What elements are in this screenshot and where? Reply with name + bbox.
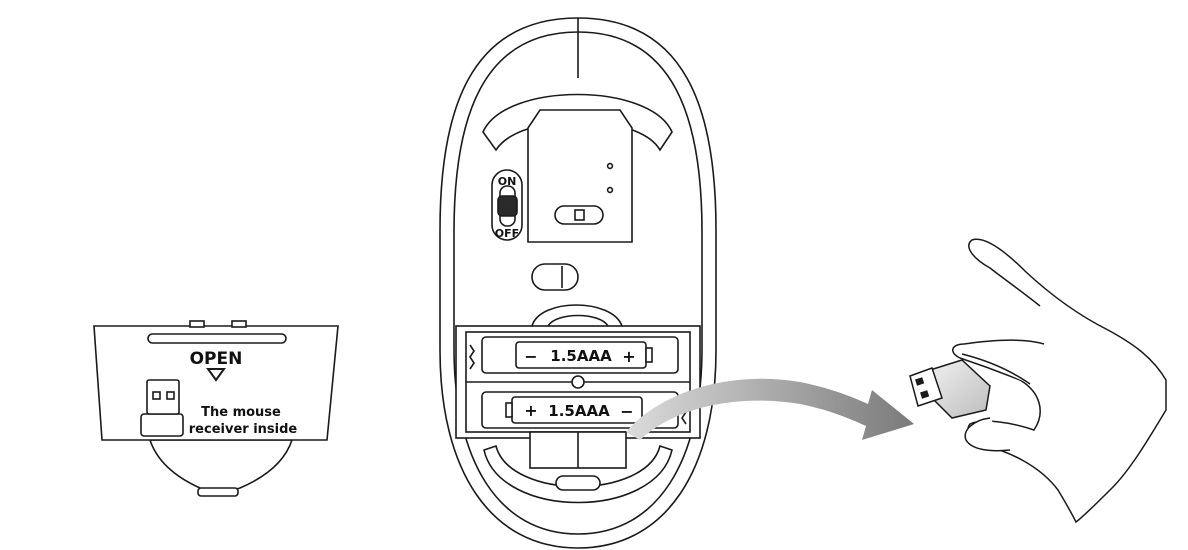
dongle-pin — [920, 390, 930, 399]
module-door — [527, 109, 633, 243]
battery-cover — [93, 320, 339, 497]
battery-1-terminal — [645, 347, 653, 363]
switch-on-label: ON — [498, 175, 517, 188]
dongle-pin — [915, 377, 925, 386]
door-dot — [606, 162, 614, 170]
receiver-icon-plug — [146, 379, 180, 415]
spring-contact — [469, 344, 475, 370]
hand-with-receiver — [909, 238, 1167, 524]
battery-1-label: 1.5AAA — [550, 347, 612, 365]
receiver-icon-pin — [152, 391, 161, 400]
receiver-icon-body — [140, 413, 184, 437]
power-switch-knob[interactable] — [497, 195, 518, 217]
receiver-icon-pin — [166, 391, 175, 400]
center-terminal-icon — [571, 375, 585, 389]
remove-receiver-arrow — [626, 378, 914, 440]
bottom-notch — [555, 475, 601, 491]
bottom-glide-pad — [483, 444, 673, 504]
receiver-caption-line2: receiver inside — [189, 422, 298, 437]
open-arrow-icon — [206, 368, 226, 382]
receiver-caption-line1: The mouse — [201, 405, 281, 420]
cover-slot — [147, 333, 287, 344]
door-dot — [606, 186, 614, 194]
optical-sensor — [531, 263, 579, 291]
mouse-underside — [439, 17, 717, 549]
battery-2-minus: − — [620, 402, 633, 421]
hand-outline — [952, 238, 1167, 524]
receiver-dongle-plug — [909, 367, 943, 407]
cover-clip — [231, 320, 247, 328]
sensor-arc — [531, 304, 623, 327]
open-label: OPEN — [190, 349, 243, 369]
index-finger — [961, 353, 1031, 385]
battery-2-terminal — [505, 402, 513, 418]
door-latch-knob — [574, 209, 585, 221]
cover-clip — [189, 320, 205, 328]
battery-1-minus: − — [524, 347, 537, 366]
switch-off-label: OFF — [495, 227, 519, 240]
thumb — [964, 417, 1011, 452]
cover-dome — [148, 439, 294, 493]
battery-2-label: 1.5AAA — [548, 402, 610, 420]
cover-dome-tab — [197, 487, 239, 497]
battery-2-plus: + — [524, 401, 537, 420]
battery-1-plus: + — [622, 347, 635, 366]
